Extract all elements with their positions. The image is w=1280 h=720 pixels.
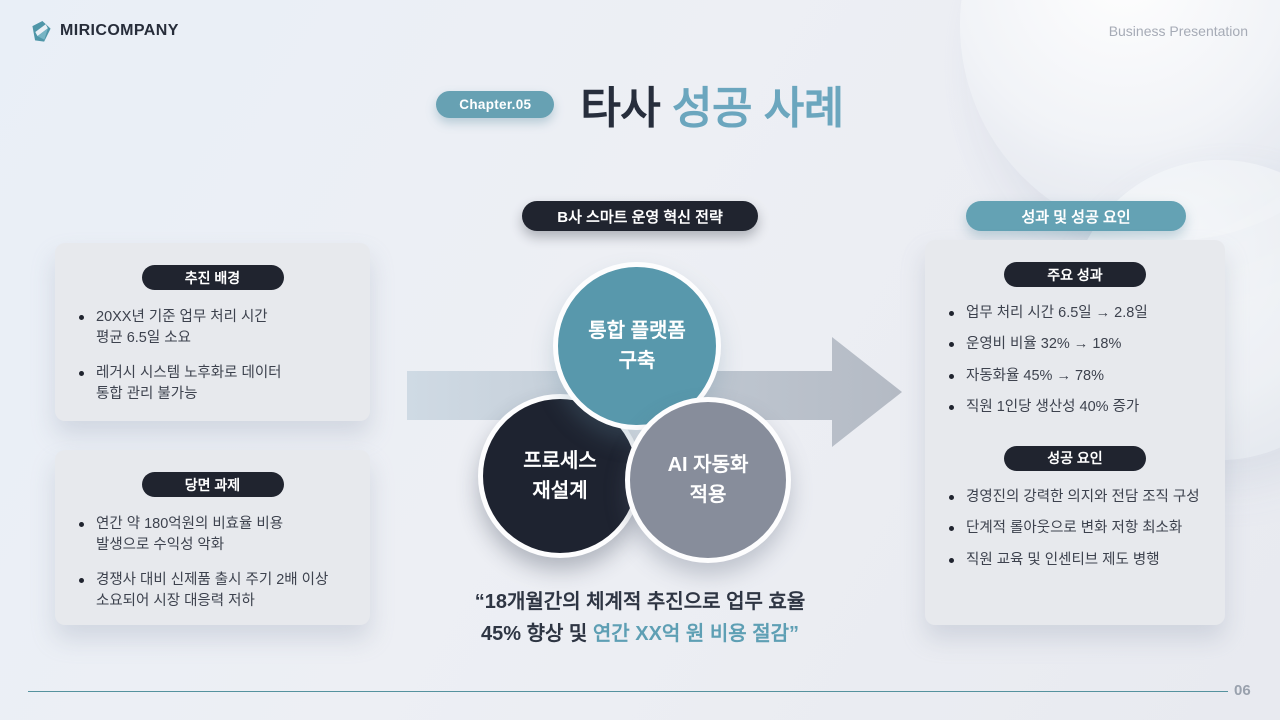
bullet-dot (79, 522, 84, 527)
title-row: Chapter.05 타사 성공 사례 (0, 72, 1280, 136)
circle-label-line2: 재설계 (532, 480, 588, 502)
bullet-dot (79, 315, 84, 320)
bullet-item: 업무 처리 시간 6.5일 → 2.8일 (949, 303, 1211, 324)
circle-label-line1: AI 자동화 (667, 454, 749, 476)
key-results-bullet-list: 업무 처리 시간 6.5일 → 2.8일 운영비 비율 32% → 18% 자동… (925, 303, 1225, 419)
bullet-item: 직원 교육 및 인센티브 제도 병행 (949, 550, 1211, 571)
success-factors-badge: 성공 요인 (1004, 445, 1146, 471)
bullet-dot (949, 373, 954, 379)
header-subtitle: Business Presentation (1108, 23, 1248, 39)
challenge-card: 당면 과제 연간 약 180억원의 비효율 비용 발생으로 수익성 악화 경쟁사… (55, 450, 370, 625)
bullet-dot (79, 370, 84, 376)
logo-text: MIRICOMPANY (60, 22, 179, 39)
background-card-badge: 추진 배경 (141, 265, 284, 290)
quote-line-2: 45% 향상 및 연간 XX억 원 비용 절감” (0, 619, 1280, 651)
background-card: 추진 배경 20XX년 기준 업무 처리 시간 평균 6.5일 소요 레거시 시… (55, 243, 370, 421)
bullet-dot (949, 311, 954, 316)
ai-automation-circle: AI 자동화 적용 (625, 397, 791, 563)
bullet-item: 단계적 롤아웃으로 변화 저항 최소화 (949, 518, 1211, 539)
circle-label-line2: 구축 (618, 350, 656, 372)
bullet-dot (949, 494, 954, 500)
quote-line-1: “18개월간의 체계적 추진으로 업무 효율 (474, 591, 806, 613)
quote-line-2-accent: 연간 XX억 원 비용 절감” (592, 622, 799, 645)
quote-line-2-prefix: 45% 향상 및 (480, 622, 593, 645)
circle-label-line2: 적용 (689, 484, 727, 506)
bullet-dot (79, 577, 84, 583)
bullet-text: 자동화율 45% → 78% (966, 367, 1104, 384)
bullet-dot (949, 557, 954, 563)
bullet-item: 직원 1인당 생산성 40% 증가 (949, 397, 1211, 418)
success-factors-bullet-list: 경영진의 강력한 의지와 전담 조직 구성 단계적 롤아웃으로 변화 저항 최소… (925, 487, 1225, 571)
bullet-item: 연간 약 180억원의 비효율 비용 발생으로 수익성 악화 (79, 514, 356, 557)
bullet-item: 운영비 비율 32% → 18% (949, 334, 1211, 355)
key-results-badge: 주요 성과 (1004, 262, 1146, 287)
page-number: 06 (1234, 682, 1251, 699)
bullet-text: 연간 약 180억원의 비효율 비용 발생으로 수익성 악화 (96, 516, 284, 554)
bullet-item: 경영진의 강력한 의지와 전담 조직 구성 (949, 487, 1211, 508)
circle-label-line1: 통합 플랫폼 (588, 320, 686, 342)
bullet-text: 20XX년 기준 업무 처리 시간 평균 6.5일 소요 (96, 309, 268, 347)
chapter-badge: Chapter.05 (436, 90, 555, 118)
challenge-bullet-list: 연간 약 180억원의 비효율 비용 발생으로 수익성 악화 경쟁사 대비 신제… (55, 514, 370, 613)
bullet-item: 경쟁사 대비 신제품 출시 주기 2배 이상 소요되어 시장 대응력 저하 (79, 570, 356, 613)
bullet-item: 레거시 시스템 노후화로 데이터 통합 관리 불가능 (79, 363, 356, 406)
challenge-card-badge: 당면 과제 (141, 472, 284, 497)
circle-label-line1: 프로세스 (523, 450, 597, 472)
bullet-text: 직원 교육 및 인센티브 제도 병행 (966, 551, 1160, 568)
bullet-dot (949, 526, 954, 532)
footer-divider (28, 691, 1228, 692)
bullet-dot (949, 405, 954, 411)
page-title: 타사 성공 사례 (580, 72, 844, 136)
bullet-item: 자동화율 45% → 78% (949, 366, 1211, 387)
background-bullet-list: 20XX년 기준 업무 처리 시간 평균 6.5일 소요 레거시 시스템 노후화… (55, 307, 370, 406)
title-dark-text: 타사 (580, 84, 661, 133)
bullet-dot (949, 342, 954, 348)
bullet-text: 단계적 롤아웃으로 변화 저항 최소화 (966, 520, 1183, 537)
results-header-pill: 성과 및 성공 요인 (966, 201, 1186, 231)
strategy-pill: B사 스마트 운영 혁신 전략 (522, 201, 758, 231)
bullet-text: 업무 처리 시간 6.5일 → 2.8일 (966, 305, 1148, 321)
bullet-text: 직원 1인당 생산성 40% 증가 (966, 399, 1140, 416)
company-logo: MIRICOMPANY (30, 20, 179, 42)
bullet-text: 레거시 시스템 노후화로 데이터 통합 관리 불가능 (96, 364, 282, 403)
logo-diamond-icon (30, 20, 52, 42)
bullet-text: 경영진의 강력한 의지와 전담 조직 구성 (966, 488, 1200, 505)
summary-quote: “18개월간의 체계적 추진으로 업무 효율 45% 향상 및 연간 XX억 원… (0, 587, 1280, 650)
results-card: 주요 성과 업무 처리 시간 6.5일 → 2.8일 운영비 비율 32% → … (925, 240, 1225, 625)
bullet-text: 운영비 비율 32% → 18% (966, 336, 1122, 353)
bullet-item: 20XX년 기준 업무 처리 시간 평균 6.5일 소요 (79, 307, 356, 350)
title-accent-text: 성공 사례 (672, 84, 844, 133)
bullet-text: 경쟁사 대비 신제품 출시 주기 2배 이상 소요되어 시장 대응력 저하 (96, 571, 329, 610)
